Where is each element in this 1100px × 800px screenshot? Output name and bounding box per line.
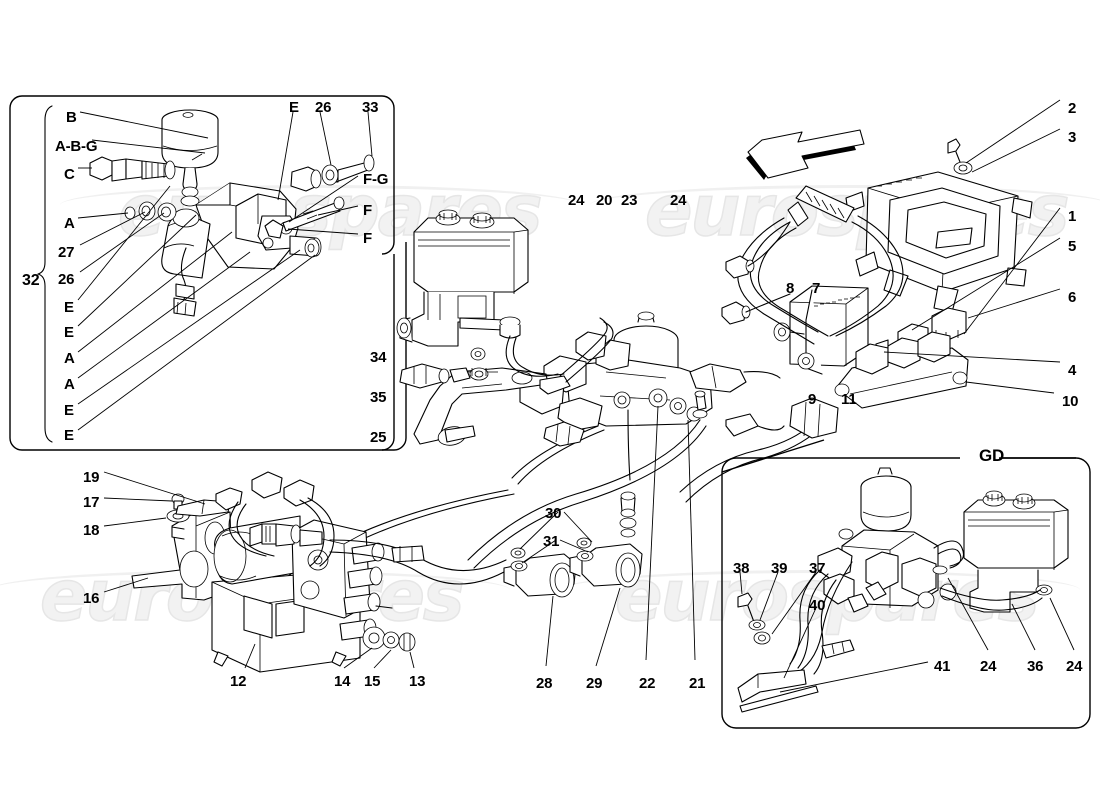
callout-7: 7 bbox=[812, 280, 821, 297]
callout-22: 22 bbox=[639, 675, 656, 692]
detail-inset-box bbox=[9, 95, 407, 451]
callout-8: 8 bbox=[786, 280, 795, 297]
callout-15: 15 bbox=[364, 673, 381, 690]
callout-F-G: F-G bbox=[363, 171, 389, 188]
callout-9: 9 bbox=[808, 391, 817, 408]
callout-A-2: A bbox=[64, 350, 75, 367]
central-valve-block bbox=[519, 311, 781, 431]
hose-fitting-lower bbox=[543, 421, 585, 447]
callout-F-2: F bbox=[363, 230, 372, 247]
detail-reservoir bbox=[161, 109, 219, 207]
detail-leader-lines bbox=[77, 111, 373, 431]
callout-19: 19 bbox=[83, 469, 100, 486]
callout-E-1: E bbox=[64, 299, 74, 316]
callout-E-top: E bbox=[289, 99, 299, 116]
watermark-swoosh bbox=[590, 185, 1100, 225]
callout-3: 3 bbox=[1068, 129, 1077, 146]
callout-17: 17 bbox=[83, 494, 100, 511]
callout-E-4: E bbox=[64, 427, 74, 444]
callout-13: 13 bbox=[409, 673, 426, 690]
gd-panel-label: GD bbox=[979, 446, 1005, 465]
sensor-cable-22 bbox=[619, 409, 637, 538]
callout-5: 5 bbox=[1068, 238, 1077, 255]
callout-40: 40 bbox=[809, 597, 826, 614]
gd-inset-box bbox=[721, 439, 1091, 729]
callout-34: 34 bbox=[370, 349, 387, 366]
hose-clamp-28 bbox=[503, 547, 577, 598]
callout-16: 16 bbox=[83, 590, 100, 607]
callout-41: 41 bbox=[934, 658, 951, 675]
callout-26-b: 26 bbox=[315, 99, 332, 116]
callout-25: 25 bbox=[370, 429, 387, 446]
callout-32: 32 bbox=[22, 272, 40, 289]
group-bracket-32 bbox=[37, 105, 53, 443]
callout-18: 18 bbox=[83, 522, 100, 539]
callout-24-b: 24 bbox=[670, 192, 687, 209]
callout-21: 21 bbox=[689, 675, 706, 692]
callout-36: 36 bbox=[1027, 658, 1044, 675]
relay-box bbox=[773, 207, 1061, 409]
main-wiring-harness bbox=[679, 185, 904, 503]
gd-leader-lines bbox=[739, 571, 1075, 693]
callout-24-c: 24 bbox=[980, 658, 997, 675]
callout-4: 4 bbox=[1068, 362, 1077, 379]
callout-1: 1 bbox=[1068, 208, 1077, 225]
callout-E-2: E bbox=[64, 324, 74, 341]
callout-11: 11 bbox=[841, 391, 857, 408]
detail-fitting-c bbox=[89, 156, 177, 222]
support-bracket-25 bbox=[413, 347, 571, 446]
callout-C: C bbox=[64, 166, 75, 183]
abs-pump-assembly bbox=[131, 471, 507, 673]
callout-37: 37 bbox=[809, 560, 826, 577]
callout-29: 29 bbox=[586, 675, 603, 692]
watermark-swoosh bbox=[60, 185, 580, 225]
callout-A-3: A bbox=[64, 376, 75, 393]
ecu-control-unit bbox=[845, 99, 1061, 313]
callout-24-d: 24 bbox=[1066, 658, 1083, 675]
callout-F-1: F bbox=[363, 202, 372, 219]
callout-14: 14 bbox=[334, 673, 351, 690]
hose-fitting-24 bbox=[399, 363, 471, 389]
callout-10: 10 bbox=[1062, 393, 1079, 410]
callout-30: 30 bbox=[545, 505, 562, 522]
callout-20: 20 bbox=[596, 192, 613, 209]
callout-38: 38 bbox=[733, 560, 750, 577]
callout-12: 12 bbox=[230, 673, 247, 690]
callout-2: 2 bbox=[1068, 100, 1077, 117]
callout-33: 33 bbox=[362, 99, 379, 116]
callout-A-1: A bbox=[64, 215, 75, 232]
callout-27: 27 bbox=[58, 244, 75, 261]
callout-26-a: 26 bbox=[58, 271, 75, 288]
callout-39: 39 bbox=[771, 560, 788, 577]
callout-A-B-G: A-B-G bbox=[55, 138, 98, 155]
callout-24-a: 24 bbox=[568, 192, 585, 209]
callout-6: 6 bbox=[1068, 289, 1077, 306]
direction-arrow bbox=[746, 129, 865, 180]
callout-B: B bbox=[66, 109, 77, 126]
callout-35: 35 bbox=[370, 389, 387, 406]
callout-31: 31 bbox=[543, 533, 560, 550]
master-cylinder-assembly bbox=[396, 209, 529, 347]
gd-pump-assembly bbox=[737, 467, 1069, 713]
callout-E-3: E bbox=[64, 402, 74, 419]
callout-23: 23 bbox=[621, 192, 638, 209]
hose-clamp-29 bbox=[569, 537, 643, 588]
sensor-leaders bbox=[645, 405, 696, 661]
callout-28: 28 bbox=[536, 675, 553, 692]
pump-leader-lines bbox=[103, 471, 621, 669]
